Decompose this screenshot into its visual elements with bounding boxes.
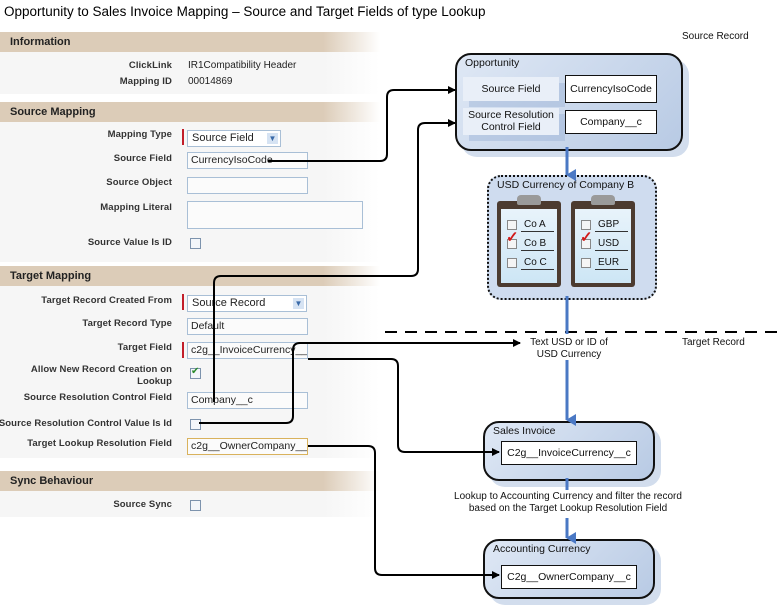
mapping-id-label: Mapping ID [119,76,172,87]
opp-src-res-value: Company__c [565,110,657,134]
opportunity-record-box: Opportunity Source Field CurrencyIsoCode… [455,53,683,151]
chevron-down-icon: ▼ [267,133,278,144]
clipboard-clamp-icon [591,195,615,205]
allow-new-checkbox[interactable]: ✔ [190,366,201,379]
text-usd-note: Text USD or ID of USD Currency [530,337,608,360]
section-header-target-mapping: Target Mapping [0,266,380,286]
src-res-field-input[interactable]: Company__c [187,392,308,409]
src-res-is-id-checkbox[interactable] [190,419,201,430]
mapping-id-value: 00014869 [188,76,233,87]
source-field-input[interactable]: CurrencyIsoCode [187,152,308,169]
connector-lookup-res [308,445,500,579]
sales-invoice-field: C2g__InvoiceCurrency__c [501,441,637,465]
source-object-label: Source Object [106,177,172,188]
mapping-type-select[interactable]: Source Field ▼ [187,130,281,147]
source-sync-label: Source Sync [113,499,172,510]
record-type-label: Target Record Type [82,318,172,329]
clicklink-value[interactable]: IR1Compatibility Header [188,60,297,71]
source-object-input[interactable] [187,177,308,194]
sales-invoice-record-box: Sales Invoice C2g__InvoiceCurrency__c [483,421,655,481]
required-marker [182,129,184,145]
chevron-down-icon: ▼ [293,298,304,309]
currency-clipboard: GBP ✓USD EUR [571,195,635,287]
section-header-source-mapping: Source Mapping [0,102,380,122]
usd-currency-box: USD Currency of Company B Co A ✓Co B Co … [487,175,657,300]
allow-new-label: Allow New Record Creation on Lookup [30,364,172,387]
connector-source-field [268,86,456,162]
created-from-label: Target Record Created From [41,295,172,306]
checkmark-icon: ✓ [506,229,519,246]
created-from-select[interactable]: Source Record ▼ [187,295,307,312]
section-header-information: Information [0,32,380,52]
source-value-is-id-label: Source Value Is ID [87,237,172,248]
opportunity-title: Opportunity [465,57,520,69]
opp-source-field-value: CurrencyIsoCode [565,75,657,103]
connector-src-res-field [213,119,456,402]
section-body-target-mapping: Target Record Created From Source Record… [0,286,380,458]
connector-src-res-is-id [199,339,521,424]
mapping-type-value: Source Field [192,132,254,144]
target-field-input[interactable]: c2g__InvoiceCurrency__c [187,342,308,359]
sales-invoice-title: Sales Invoice [493,425,556,437]
section-body-information: ClickLink IR1Compatibility Header Mappin… [0,52,380,94]
company-clipboard: Co A ✓Co B Co C [497,195,561,287]
section-body-sync: Source Sync [0,491,380,517]
usd-box-title: USD Currency of Company B [497,179,635,191]
page-title: Opportunity to Sales Invoice Mapping – S… [4,4,486,19]
lookup-res-label: Target Lookup Resolution Field [27,438,172,449]
target-record-label: Target Record [682,337,745,348]
mapping-type-label: Mapping Type [107,129,172,140]
source-record-label: Source Record [682,31,749,42]
src-res-field-label: Source Resolution Control Field [23,392,172,403]
checkmark-icon: ✔ [191,366,200,377]
source-field-label: Source Field [113,153,172,164]
mapping-literal-label: Mapping Literal [100,202,172,213]
created-from-value: Source Record [192,297,266,309]
source-value-is-id-checkbox[interactable] [190,238,201,249]
section-body-source-mapping: Mapping Type Source Field ▼ Source Field… [0,122,380,262]
record-type-input[interactable]: Default [187,318,308,335]
mapping-form: Information ClickLink IR1Compatibility H… [0,30,380,517]
required-marker [182,342,184,358]
clicklink-label: ClickLink [128,60,172,71]
clipboard-clamp-icon [517,195,541,205]
checkmark-icon: ✓ [580,229,593,246]
lookup-res-input[interactable]: c2g__OwnerCompany__c [187,438,308,455]
accounting-currency-title: Accounting Currency [493,543,591,555]
connector-target-field [308,358,500,456]
section-header-sync: Sync Behaviour [0,471,380,491]
opp-src-res-label: Source Resolution Control Field [463,108,559,135]
source-sync-checkbox[interactable] [190,500,201,511]
mapping-literal-textarea[interactable] [187,201,363,229]
target-field-label: Target Field [117,342,172,353]
src-res-is-id-label: Source Resolution Control Value Is Id [0,418,172,429]
lookup-note: Lookup to Accounting Currency and filter… [454,491,682,514]
opp-source-field-label: Source Field [463,77,559,101]
accounting-currency-field: C2g__OwnerCompany__c [501,565,637,589]
required-marker [182,294,184,310]
